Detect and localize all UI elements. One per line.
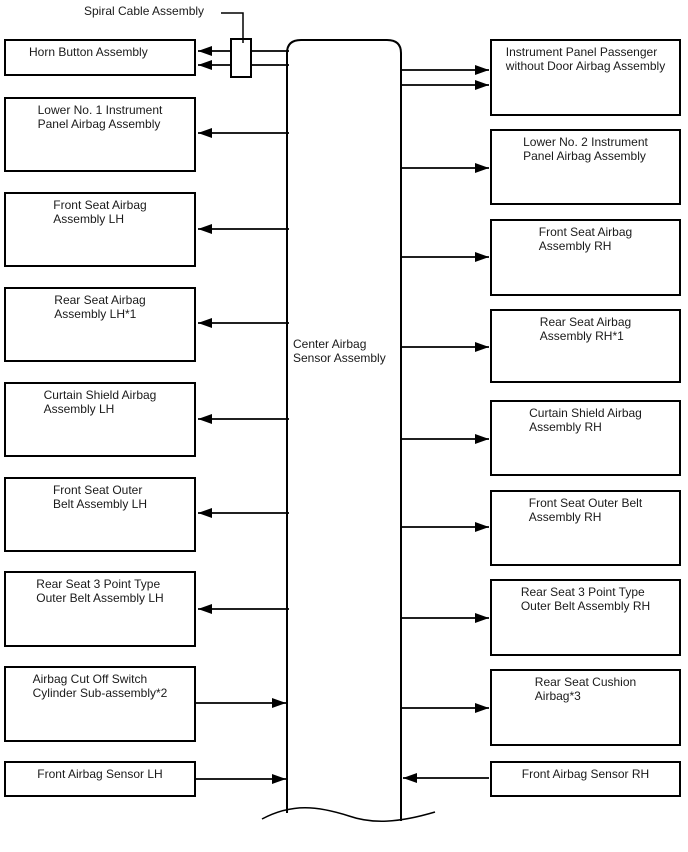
spiral-cable-leader-line [221, 12, 244, 43]
box-front-seat-outer-belt-lh: Front Seat Outer Belt Assembly LH [4, 477, 196, 552]
break-line [261, 807, 436, 822]
box-label: Rear Seat 3 Point Type Outer Belt Assemb… [520, 585, 651, 613]
box-label: Airbag Cut Off Switch Cylinder Sub-assem… [32, 672, 168, 700]
box-instrument-panel-passenger-airbag: Instrument Panel Passenger without Door … [490, 39, 681, 116]
box-front-airbag-sensor-lh: Front Airbag Sensor LH [4, 761, 196, 797]
box-label: Lower No. 1 Instrument Panel Airbag Asse… [37, 103, 163, 131]
center-airbag-sensor-label: Center Airbag Sensor Assembly [293, 337, 386, 365]
box-curtain-shield-airbag-lh: Curtain Shield Airbag Assembly LH [4, 382, 196, 457]
box-rear-seat-cushion-airbag: Rear Seat Cushion Airbag*3 [490, 669, 681, 746]
box-label: Front Seat Outer Belt Assembly LH [52, 483, 148, 511]
box-label: Front Seat Outer Belt Assembly RH [528, 496, 643, 524]
box-airbag-cut-off-switch: Airbag Cut Off Switch Cylinder Sub-assem… [4, 666, 196, 742]
box-label: Rear Seat 3 Point Type Outer Belt Assemb… [36, 577, 164, 605]
box-label: Instrument Panel Passenger without Door … [505, 45, 666, 73]
box-label: Front Seat Airbag Assembly LH [53, 198, 147, 226]
center-airbag-sensor-box [286, 39, 402, 821]
box-rear-seat-3point-outer-belt-rh: Rear Seat 3 Point Type Outer Belt Assemb… [490, 579, 681, 656]
box-label: Horn Button Assembly [29, 45, 148, 59]
box-label: Rear Seat Airbag Assembly LH*1 [54, 293, 146, 321]
box-label: Rear Seat Airbag Assembly RH*1 [539, 315, 632, 343]
box-rear-seat-3point-outer-belt-lh: Rear Seat 3 Point Type Outer Belt Assemb… [4, 571, 196, 647]
arrow-lines [195, 46, 489, 784]
box-lower-no1-instrument-panel-airbag: Lower No. 1 Instrument Panel Airbag Asse… [4, 97, 196, 172]
box-front-airbag-sensor-rh: Front Airbag Sensor RH [490, 761, 681, 797]
box-rear-seat-airbag-rh: Rear Seat Airbag Assembly RH*1 [490, 309, 681, 383]
box-label: Front Airbag Sensor RH [521, 767, 650, 781]
box-label: Lower No. 2 Instrument Panel Airbag Asse… [523, 135, 648, 163]
box-label: Front Airbag Sensor LH [37, 767, 163, 781]
spiral-cable-box [230, 38, 252, 78]
box-curtain-shield-airbag-rh: Curtain Shield Airbag Assembly RH [490, 400, 681, 476]
box-horn-button-assembly: Horn Button Assembly [4, 39, 196, 76]
spiral-cable-label: Spiral Cable Assembly [84, 4, 205, 18]
box-front-seat-airbag-rh: Front Seat Airbag Assembly RH [490, 219, 681, 296]
box-label: Curtain Shield Airbag Assembly LH [43, 388, 157, 416]
box-label: Curtain Shield Airbag Assembly RH [529, 406, 642, 434]
box-lower-no2-instrument-panel-airbag: Lower No. 2 Instrument Panel Airbag Asse… [490, 129, 681, 205]
box-front-seat-airbag-lh: Front Seat Airbag Assembly LH [4, 192, 196, 267]
box-rear-seat-airbag-lh: Rear Seat Airbag Assembly LH*1 [4, 287, 196, 362]
box-label: Front Seat Airbag Assembly RH [538, 225, 633, 253]
box-label: Rear Seat Cushion Airbag*3 [534, 675, 637, 703]
box-front-seat-outer-belt-rh: Front Seat Outer Belt Assembly RH [490, 490, 681, 566]
